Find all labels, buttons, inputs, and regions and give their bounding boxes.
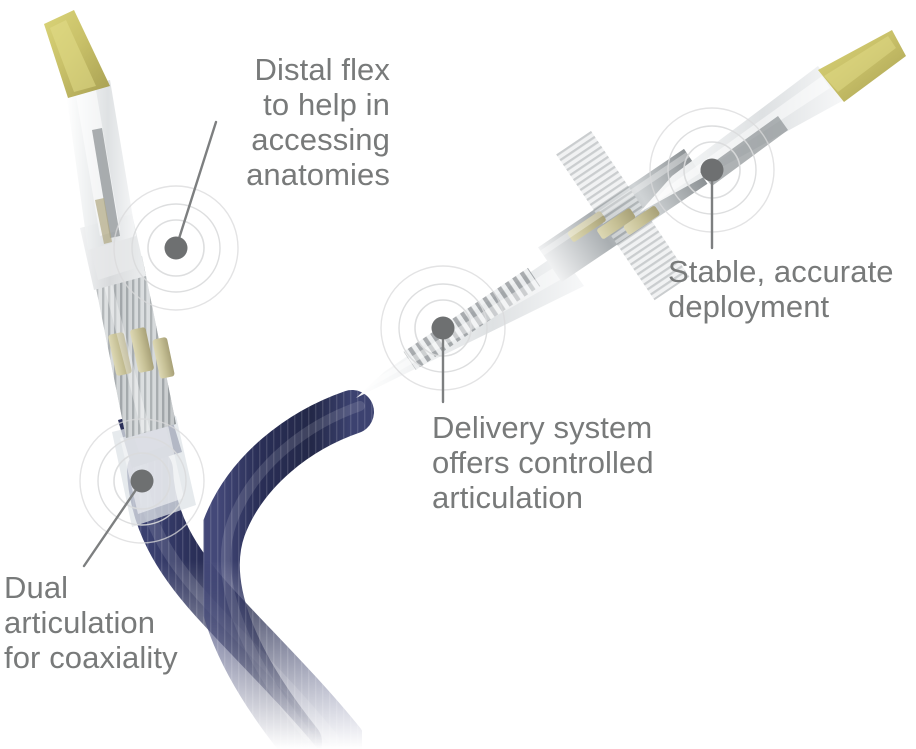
marker-ring bbox=[79, 418, 205, 544]
callout-dot[interactable] bbox=[700, 158, 724, 182]
callout-leader-line bbox=[174, 120, 218, 250]
marker-ring bbox=[147, 219, 205, 277]
olive-tip-right bbox=[818, 30, 906, 102]
callout-label-delivery-articulation: Delivery system offers controlled articu… bbox=[432, 410, 654, 515]
inner-coil-spring bbox=[403, 267, 541, 370]
tan-marker-bands-left bbox=[108, 327, 175, 379]
clear-sheath-right-upper bbox=[640, 66, 844, 212]
marker-ring bbox=[113, 452, 171, 510]
callout-label-distal-flex: Distal flex to help in accessing anatomi… bbox=[246, 52, 390, 192]
braided-shaft-left bbox=[92, 256, 176, 438]
callout-label-dual-coaxiality: Dual articulation for coaxiality bbox=[4, 570, 178, 675]
callout-markers-layer bbox=[79, 107, 775, 568]
braided-shaft-right bbox=[538, 130, 708, 301]
clear-sheath-right bbox=[356, 252, 584, 398]
callout-leader-line bbox=[82, 479, 144, 568]
clear-sleeve-left bbox=[112, 416, 196, 527]
clear-sheath-left bbox=[66, 80, 136, 250]
callout-dot[interactable] bbox=[431, 316, 455, 340]
callout-dot[interactable] bbox=[130, 469, 154, 493]
marker-ring bbox=[131, 203, 221, 293]
olive-tip-left bbox=[44, 10, 110, 98]
callout-marker-delivery-system-articulation bbox=[380, 265, 506, 404]
tan-marker-bands-right bbox=[567, 206, 660, 242]
callout-dot[interactable] bbox=[164, 236, 188, 260]
callout-label-stable-deployment: Stable, accurate deployment bbox=[668, 254, 894, 324]
callout-marker-dual-articulation-coaxiality bbox=[79, 418, 205, 568]
callout-marker-stable-accurate-deployment bbox=[649, 107, 775, 250]
callout-marker-distal-flex bbox=[113, 120, 239, 311]
marker-ring bbox=[113, 185, 239, 311]
right-device bbox=[356, 30, 906, 398]
marker-ring bbox=[97, 436, 187, 526]
